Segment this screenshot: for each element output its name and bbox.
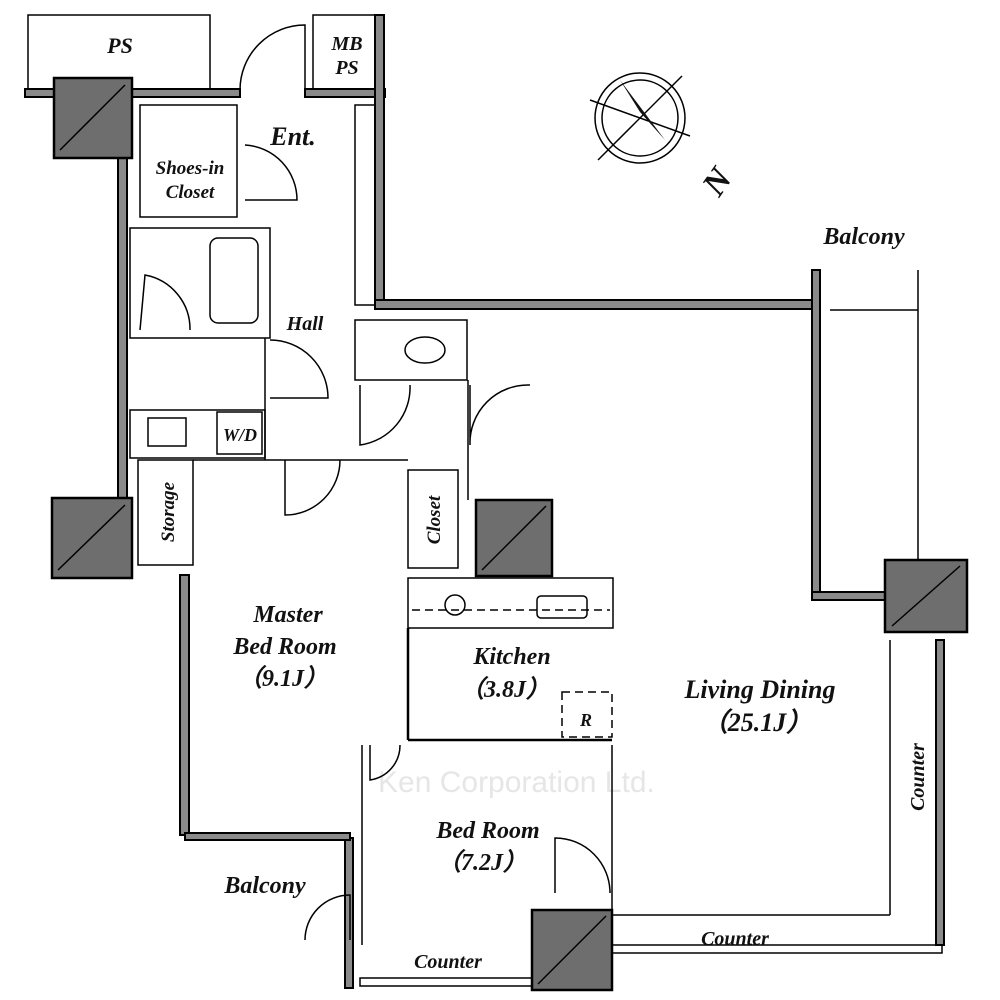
counter-bottom-left-label: Counter (414, 951, 482, 973)
counter-right-label: Counter (907, 743, 929, 811)
living-dining-size: （25.1J） (702, 708, 813, 737)
counter-bottom-right-label: Counter (701, 928, 769, 950)
north-label: N (695, 160, 741, 203)
hall-label: Hall (286, 313, 324, 335)
master-bed-label-1: Master (252, 602, 323, 628)
refrigerator-label: R (579, 710, 592, 730)
kitchen-label: Kitchen (472, 644, 550, 670)
north-arrow-icon (620, 80, 665, 140)
watermark: Ken Corporation Ltd. (378, 766, 655, 799)
compass-rose: N (589, 72, 741, 203)
balcony-sw-label: Balcony (223, 873, 306, 899)
shoes-closet-label-1: Shoes-in (156, 158, 225, 179)
door-swings (139, 24, 611, 941)
interior-partitions (129, 104, 919, 945)
structural-columns (50, 76, 969, 992)
living-dining-label: Living Dining (684, 675, 836, 704)
bed-room-label: Bed Room (435, 818, 539, 844)
bed-room-size: （7.2J） (437, 848, 527, 876)
balcony-ne-label: Balcony (822, 224, 905, 250)
mb-ps-label-2: PS (334, 57, 358, 79)
entrance-label: Ent. (269, 122, 316, 151)
ps-label: PS (106, 33, 133, 58)
closet-label: Closet (424, 495, 445, 544)
shoes-closet-label-2: Closet (166, 182, 215, 203)
kitchen-size: （3.8J） (460, 675, 550, 703)
mb-ps-label-1: MB (330, 33, 362, 55)
master-bed-size: （9.1J） (238, 664, 328, 692)
washer-dryer-label: W/D (223, 425, 257, 445)
storage-label: Storage (158, 481, 179, 542)
master-bed-label-2: Bed Room (232, 634, 336, 660)
